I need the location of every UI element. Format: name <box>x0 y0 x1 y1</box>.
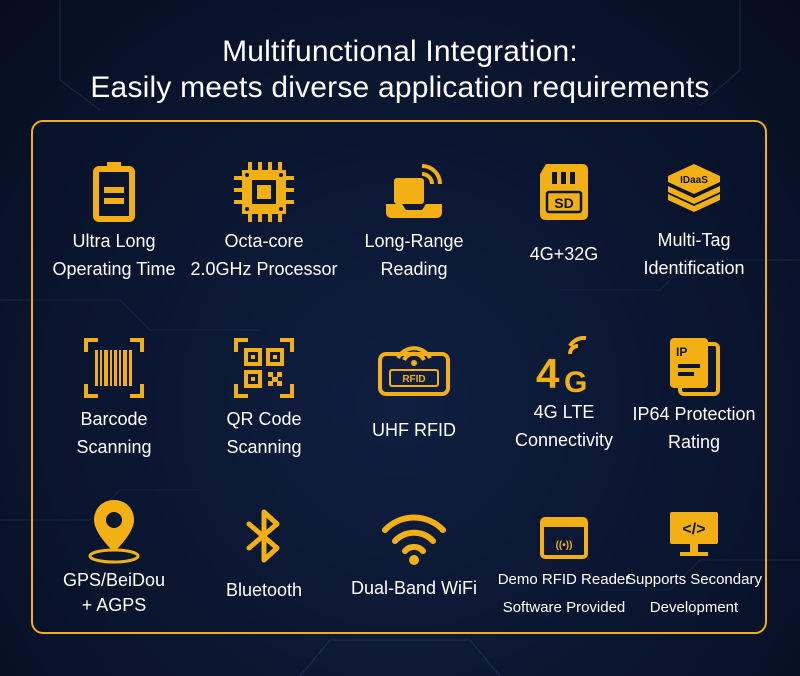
feature-label-line-1: Bluetooth <box>225 580 303 600</box>
4g-icon-letter: G <box>564 366 587 396</box>
demo-software-window-icon: ((•)) <box>540 517 588 559</box>
sd-card-icon: SD <box>540 164 588 220</box>
feature-label-line-2: Rating <box>667 432 721 452</box>
code-icon-text: </> <box>682 521 705 538</box>
feature-label-line-1: Supports Secondary <box>626 571 762 588</box>
long-range-reader-icon <box>386 164 442 218</box>
4g-signal-icon: 4 G <box>536 336 587 396</box>
feature-4g-lte-connectivity: 4 G 4G LTE Connectivity <box>489 336 639 454</box>
ip-icon-text: IP <box>676 345 687 359</box>
qr-code-icon <box>234 338 294 398</box>
feature-long-range-reading: Long-Range Reading <box>339 160 489 283</box>
feature-label-line-2: Development <box>649 599 739 616</box>
sd-card-text: SD <box>554 195 573 211</box>
feature-label-line-1: Long-Range <box>364 231 464 251</box>
feature-label-line-2: Operating Time <box>52 259 176 279</box>
battery-icon <box>93 162 135 222</box>
feature-label-line-2: Connectivity <box>514 430 614 450</box>
feature-demo-rfid-reader-software: ((•)) Demo RFID Reader Software Provided <box>489 516 639 622</box>
feature-label-line-2: Scanning <box>76 437 152 457</box>
layers-icon-text: IDaaS <box>680 175 708 186</box>
location-pin-icon <box>88 500 140 564</box>
feature-ultra-long-operating-time: Ultra Long Operating Time <box>39 160 189 283</box>
feature-label-line-2: + AGPS <box>81 595 147 615</box>
feature-label-line-2: Scanning <box>226 437 302 457</box>
wifi-icon <box>382 514 446 565</box>
feature-label-line-2: Reading <box>380 259 448 279</box>
code-monitor-icon: </> <box>670 512 718 556</box>
feature-label-line-1: GPS/BeiDou <box>62 570 166 590</box>
feature-label-line-1: QR Code <box>226 409 302 429</box>
rfid-icon-text: RFID <box>402 374 425 385</box>
feature-label-line-2: 2.0GHz Processor <box>190 259 338 279</box>
feature-label-line-1: Ultra Long <box>72 231 156 251</box>
processor-chip-icon <box>234 162 294 222</box>
barcode-icon <box>84 338 144 398</box>
4g-icon-digit: 4 <box>536 350 560 396</box>
rfid-reader-icon: RFID <box>378 346 450 396</box>
feature-ip64-protection-rating: IP IP64 Protection Rating <box>619 336 769 456</box>
feature-secondary-development: </> Supports Secondary Development <box>619 510 769 622</box>
title-line-1: Multifunctional Integration: <box>222 35 578 68</box>
feature-qr-code-scanning: QR Code Scanning <box>189 336 339 461</box>
bluetooth-icon <box>246 509 280 563</box>
title-line-2: Easily meets diverse application require… <box>90 71 710 104</box>
feature-barcode-scanning: Barcode Scanning <box>39 336 189 461</box>
stacked-layers-icon: IDaaS <box>668 164 720 212</box>
feature-label-line-1: Demo RFID Reader <box>497 571 631 588</box>
feature-gps-beidou-agps: GPS/BeiDou + AGPS <box>39 496 189 616</box>
feature-label-line-1: Octa-core <box>224 231 304 251</box>
feature-label-line-2: Identification <box>643 258 745 278</box>
demo-software-icon-text: ((•)) <box>556 540 573 551</box>
feature-label-line-1: IP64 Protection <box>632 404 756 424</box>
feature-storage-4g-32g: SD 4G+32G <box>489 160 639 268</box>
feature-uhf-rfid: RFID UHF RFID <box>339 336 489 444</box>
feature-label-line-1: Barcode <box>80 409 148 429</box>
feature-label-line-1: Dual-Band WiFi <box>350 578 478 598</box>
feature-bluetooth: Bluetooth <box>189 508 339 604</box>
ip-document-icon: IP <box>670 338 720 396</box>
feature-label-line-1: 4G+32G <box>529 244 599 264</box>
features-panel: Ultra Long Operating Time Octa-core 2.0G… <box>31 120 767 634</box>
feature-label-line-1: Multi-Tag <box>657 230 731 250</box>
feature-octa-core-processor: Octa-core 2.0GHz Processor <box>189 160 339 283</box>
feature-label-line-1: 4G LTE <box>533 402 595 422</box>
feature-label-line-1: UHF RFID <box>372 420 456 440</box>
feature-multi-tag-identification: IDaaS Multi-Tag Identification <box>619 160 769 282</box>
feature-dual-band-wifi: Dual-Band WiFi <box>339 510 489 602</box>
feature-label-line-2: Software Provided <box>502 599 626 616</box>
page-title: Multifunctional Integration: Easily meet… <box>0 34 800 106</box>
